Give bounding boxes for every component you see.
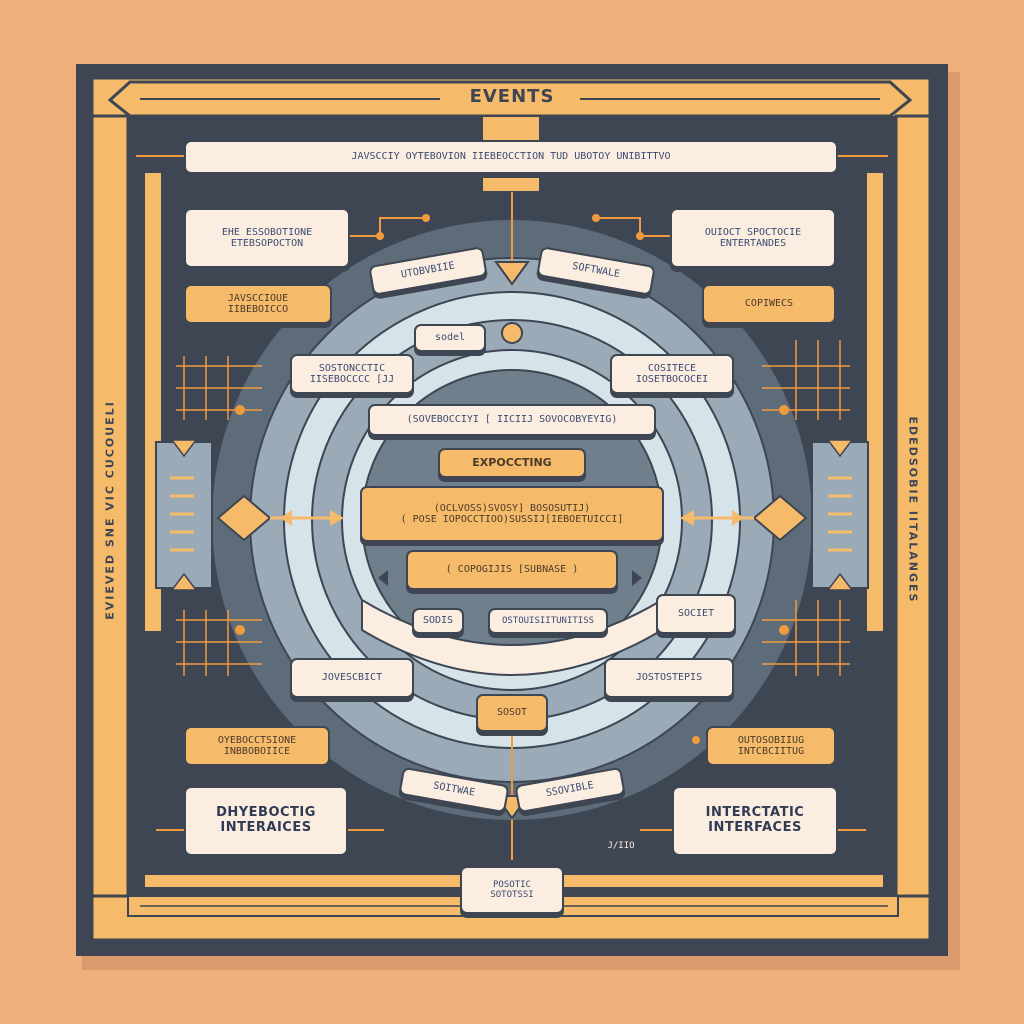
- left-grid-lower: [176, 610, 262, 676]
- top-left-box: EHE ESSOBOTIONE ETEBSOPOCTON: [184, 208, 350, 268]
- connector-dot: [422, 214, 430, 222]
- code-sub-box: ( COPOGIJIS [SUBNASE ): [406, 550, 618, 590]
- bottom-right-big-box: INTERCTATIC INTERFACES: [672, 786, 838, 856]
- connector-dot: [692, 736, 700, 744]
- code-line-box: (SOVEBOCCIYI [ IICIIJ SOVOCOBYEYIG): [368, 404, 656, 436]
- connector-dot: [376, 232, 384, 240]
- left-arrowhead: [330, 510, 344, 526]
- lower-right-box: JOSTOSTEPIS: [604, 658, 734, 698]
- top-arrow-marker: [494, 261, 530, 286]
- connector-top-right: [596, 217, 670, 237]
- right-vertical-label: EDEDSOBIE IITALANGES: [906, 416, 920, 604]
- ring-top-dot: [501, 322, 523, 344]
- small-tag-a: SODIS: [412, 608, 464, 634]
- left-rail: [90, 114, 130, 898]
- top-banner: JAVSCCIY OYTEBOVION IIEBEOCCTION TUD UBO…: [184, 140, 838, 174]
- top-right-box: OUIOCT SPOCTOCIE ENTERTANDES: [670, 208, 836, 268]
- connector-dot: [779, 405, 789, 415]
- connector-dot: [779, 625, 789, 635]
- small-tag-c: SOCIET: [656, 594, 736, 634]
- right-rail: [894, 114, 932, 898]
- left-panel-marks: [170, 476, 194, 552]
- bottom-small-mark: J/IIO: [607, 840, 635, 851]
- connector-dot: [235, 405, 245, 415]
- left-panel-arrow-bottom: [170, 572, 198, 591]
- bottom-center-tag: SOSOT: [476, 694, 548, 732]
- inner-left-box: SOSTONCCTIC IISEBOCCCC [JJ: [290, 354, 414, 394]
- low-right-tag: OUTOSOBIIUG INTCBCIITUG: [706, 726, 836, 766]
- right-grid-upper: [762, 340, 850, 420]
- right-inner-rail: [865, 171, 885, 633]
- small-tag-b: OSTOUISIITUNITISS: [488, 608, 608, 634]
- right-grid-lower: [762, 600, 850, 676]
- top-bar: [107, 80, 913, 118]
- left-panel-arrow-top: [170, 439, 198, 458]
- inner-right-box: COSITECE IOSETBOCOCEI: [610, 354, 734, 394]
- mid-right-tag: COPIWECS: [702, 284, 836, 324]
- mid-left-tag: JAVSCCIOUE IIBEBOICCO: [184, 284, 332, 324]
- right-panel-marks: [828, 476, 852, 552]
- lower-left-box: JOVESCBICT: [290, 658, 414, 698]
- connector-top-left: [350, 217, 426, 237]
- connector-dot: [592, 214, 600, 222]
- ring-top-center-tag: sodel: [414, 324, 486, 352]
- right-panel-arrow-bottom: [826, 572, 854, 591]
- left-pointer: [378, 570, 388, 586]
- center-title: EXPOCCTING: [438, 448, 586, 478]
- code-main-box: (OCLVOSS)SVOSY] BOSOSUTIJ) ( POSE IOPOCC…: [360, 486, 664, 542]
- low-left-tag: OYEBOCCTSIONE INBBOBOIICE: [184, 726, 330, 766]
- connector-dot: [235, 625, 245, 635]
- left-vertical-label: EVIEVED SNE VIC CUCOUELI: [103, 400, 117, 620]
- right-pointer: [632, 570, 642, 586]
- left-grid-upper: [176, 356, 262, 420]
- connector-dot: [636, 232, 644, 240]
- bottom-note: POSOTIC SOTOTSSI: [460, 866, 564, 914]
- right-arrowhead-back: [732, 510, 744, 526]
- bottom-left-big-box: DHYEBOCTIG INTERAICES: [184, 786, 348, 856]
- right-diamond: [752, 494, 808, 542]
- right-arrowhead: [680, 510, 694, 526]
- left-arrowhead-back: [280, 510, 292, 526]
- right-panel-arrow-top: [826, 439, 854, 458]
- diagram-title: EVENTS: [469, 85, 555, 107]
